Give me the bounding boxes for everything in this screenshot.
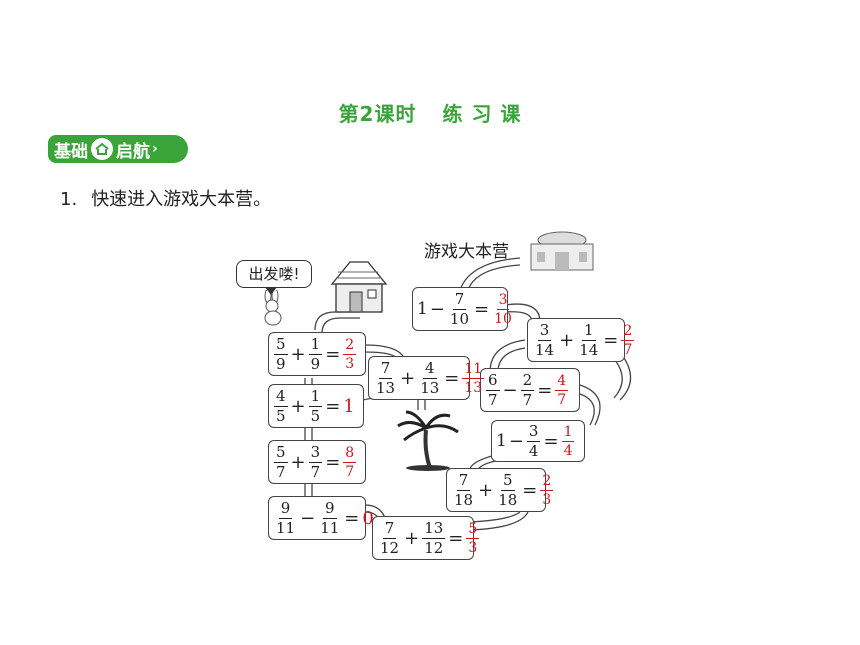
whole-number: 1 bbox=[496, 431, 507, 451]
equals-sign: = bbox=[543, 430, 559, 452]
operator: + bbox=[478, 479, 494, 501]
operator: + bbox=[290, 343, 306, 365]
operator: + bbox=[400, 367, 416, 389]
operator: − bbox=[502, 379, 518, 401]
question-text: 快速进入游戏大本营。 bbox=[91, 189, 272, 210]
badge-arrow-icon: › bbox=[152, 141, 158, 157]
start-bubble: 出发喽! bbox=[236, 260, 312, 295]
equals-sign: = bbox=[537, 379, 553, 401]
lesson-title-part2: 练 习 课 bbox=[442, 102, 522, 126]
equals-sign: = bbox=[325, 343, 341, 365]
operator: + bbox=[559, 329, 575, 351]
equals-sign: = bbox=[474, 298, 490, 320]
destination-label: 游戏大本营 bbox=[424, 242, 509, 262]
answer-number: 0 bbox=[362, 507, 374, 529]
badge-left-text: 基础 bbox=[54, 141, 88, 162]
equals-sign: = bbox=[444, 367, 460, 389]
lesson-title-part1: 第2课时 bbox=[338, 102, 417, 126]
house-icon bbox=[330, 261, 388, 313]
operator: − bbox=[508, 430, 524, 452]
equals-sign: = bbox=[448, 527, 464, 549]
badge-right-text: 启航 bbox=[116, 141, 150, 162]
operator: + bbox=[290, 451, 306, 473]
operator: + bbox=[290, 395, 306, 417]
operator: − bbox=[300, 507, 316, 529]
equals-sign: = bbox=[603, 329, 619, 351]
whole-number: 1 bbox=[417, 299, 428, 319]
equals-sign: = bbox=[325, 395, 341, 417]
answer-number: 1 bbox=[343, 395, 355, 417]
question-line: 1. 快速进入游戏大本营。 bbox=[60, 185, 271, 211]
rabbit-icon bbox=[264, 290, 282, 326]
question-number: 1. bbox=[60, 189, 78, 210]
palm-tree-icon bbox=[397, 410, 459, 471]
lesson-title: 第2课时 练 习 课 bbox=[0, 98, 860, 127]
equals-sign: = bbox=[344, 507, 360, 529]
equals-sign: = bbox=[325, 451, 341, 473]
section-badge: 基础 启航 › bbox=[48, 135, 188, 163]
operator: + bbox=[404, 527, 420, 549]
home-icon bbox=[91, 138, 113, 160]
equals-sign: = bbox=[522, 479, 538, 501]
operator: − bbox=[429, 298, 445, 320]
castle-icon bbox=[530, 231, 594, 271]
